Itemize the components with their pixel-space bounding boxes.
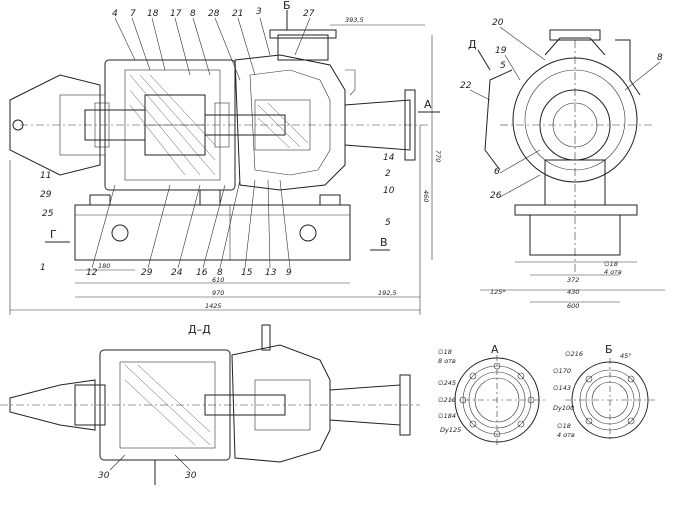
part-19: 19 bbox=[495, 46, 507, 56]
part-1: 1 bbox=[40, 263, 46, 273]
part-5-front: 5 bbox=[500, 61, 506, 71]
dim-1425: 1425 bbox=[205, 302, 222, 310]
part-16: 16 bbox=[196, 268, 208, 278]
part-9: 9 bbox=[286, 268, 292, 278]
part-10: 10 bbox=[383, 186, 395, 196]
part-8: 8 bbox=[190, 9, 196, 19]
view-b-dy100: Dy100 bbox=[553, 404, 574, 412]
view-a-holes: 8 отв bbox=[438, 357, 456, 365]
part-4: 4 bbox=[112, 9, 118, 19]
front-view bbox=[469, 26, 665, 303]
mark-a: А bbox=[424, 98, 432, 111]
dim-460: 460 bbox=[422, 190, 430, 202]
part-21: 21 bbox=[232, 9, 243, 19]
dim-970: 970 bbox=[212, 289, 224, 297]
view-a-dy125: Dy125 bbox=[440, 426, 461, 434]
view-a-d18: ∅18 bbox=[438, 348, 452, 356]
part-11: 11 bbox=[40, 171, 51, 181]
part-15: 15 bbox=[241, 268, 253, 278]
part-20: 20 bbox=[492, 18, 504, 28]
view-a-d184: ∅184 bbox=[438, 412, 456, 420]
part-27: 27 bbox=[303, 9, 315, 19]
part-30-right: 30 bbox=[185, 471, 197, 481]
part-29-left: 29 bbox=[40, 190, 52, 200]
part-6: 6 bbox=[494, 167, 500, 177]
view-b bbox=[565, 358, 655, 442]
part-3: 3 bbox=[256, 7, 262, 17]
section-dd-view bbox=[0, 324, 420, 485]
mark-g: Г bbox=[50, 228, 57, 241]
dim-372: 372 bbox=[567, 276, 579, 284]
part-17: 17 bbox=[170, 9, 182, 19]
dim-770: 770 bbox=[434, 150, 442, 162]
part-29-bottom: 29 bbox=[141, 268, 153, 278]
dim-430: 430 bbox=[567, 288, 579, 296]
dim-front-d18: ∅18 bbox=[604, 260, 618, 268]
view-a-d210: ∅210 bbox=[438, 396, 456, 404]
view-a-title: А bbox=[491, 343, 499, 356]
mark-v: В bbox=[380, 236, 388, 249]
section-mark-d: Д bbox=[468, 38, 477, 51]
dim-180: 180 bbox=[98, 262, 110, 270]
part-2: 2 bbox=[385, 169, 391, 179]
view-a bbox=[450, 355, 545, 445]
dim-front-holes: 4 отв bbox=[604, 268, 622, 276]
section-dd-title: Д–Д bbox=[188, 323, 211, 336]
view-b-holes: 4 отв bbox=[557, 431, 575, 439]
view-b-d18: ∅18 bbox=[557, 422, 571, 430]
part-22: 22 bbox=[460, 81, 472, 91]
part-12: 12 bbox=[86, 268, 98, 278]
part-25: 25 bbox=[42, 209, 54, 219]
dim-192-5: 192,5 bbox=[378, 289, 397, 297]
view-b-d170: ∅170 bbox=[553, 367, 571, 375]
part-26: 26 bbox=[490, 191, 502, 201]
view-b-d216: ∅216 bbox=[565, 350, 583, 358]
part-30-left: 30 bbox=[98, 471, 110, 481]
part-5: 5 bbox=[385, 218, 391, 228]
part-7: 7 bbox=[130, 9, 136, 19]
part-14: 14 bbox=[383, 153, 395, 163]
part-13: 13 bbox=[265, 268, 277, 278]
side-view bbox=[9, 10, 440, 315]
mark-b-top: Б bbox=[283, 0, 291, 12]
view-b-angle: 45° bbox=[620, 352, 632, 360]
dim-125: 125* bbox=[490, 288, 506, 296]
view-a-d245: ∅245 bbox=[438, 379, 456, 387]
part-8-front: 8 bbox=[657, 53, 663, 63]
part-8-bottom: 8 bbox=[217, 268, 223, 278]
dim-610: 610 bbox=[212, 276, 224, 284]
part-28: 28 bbox=[208, 9, 220, 19]
dim-393-5: 393,5 bbox=[345, 16, 364, 24]
part-18: 18 bbox=[147, 9, 159, 19]
view-b-d143: ∅143 bbox=[553, 384, 571, 392]
dim-600: 600 bbox=[567, 302, 579, 310]
view-b-title: Б bbox=[605, 343, 613, 356]
part-24: 24 bbox=[171, 268, 183, 278]
